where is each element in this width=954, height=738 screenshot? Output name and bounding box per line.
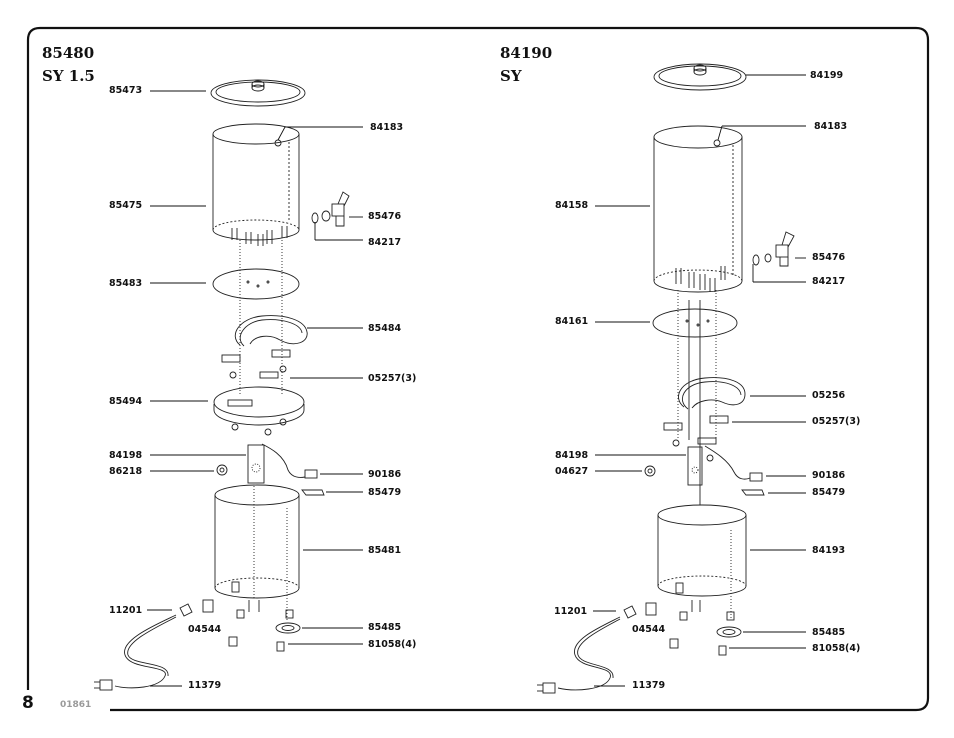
left-label-thermostat: 90186 — [368, 469, 402, 480]
left-label-body: 85475 — [109, 200, 143, 211]
right-label-body: 84158 — [555, 200, 589, 211]
right-label-light: 04627 — [555, 466, 589, 477]
right-model-number: 84190 — [500, 44, 553, 62]
right-label-element: 05256 — [812, 390, 846, 401]
right-label-plate: 84161 — [555, 316, 589, 327]
right-label-switch: 04544 — [632, 624, 666, 635]
right-label-gasket: 84217 — [812, 276, 846, 287]
left-baseplate-drawing — [213, 386, 305, 436]
right-model-subtitle: SY — [500, 67, 522, 85]
left-plate-drawing — [212, 240, 300, 395]
right-plate-drawing — [652, 290, 738, 505]
page-border — [26, 26, 930, 712]
left-label-faucet: 85476 — [368, 211, 402, 222]
left-label-lid: 85473 — [109, 85, 143, 96]
left-label-knob: 84183 — [370, 122, 404, 133]
left-label-gasket: 84217 — [368, 237, 402, 248]
right-label-knob: 84183 — [814, 121, 848, 132]
right-label-cord: 11379 — [632, 680, 666, 691]
right-bracket-drawing — [644, 445, 765, 496]
left-model-subtitle: SY 1.5 — [42, 67, 95, 85]
right-label-bracket: 84198 — [555, 450, 589, 461]
left-body-drawing — [212, 123, 300, 246]
right-label-shell: 84193 — [812, 545, 846, 556]
right-leader-lines — [593, 74, 806, 687]
left-label-switch: 04544 — [188, 624, 222, 635]
left-label-terminal: 85479 — [368, 487, 402, 498]
left-shell-drawing — [214, 484, 300, 620]
right-label-feet: 81058(4) — [812, 643, 861, 654]
right-label-grommet: 85485 — [812, 627, 846, 638]
right-assembly — [537, 63, 795, 694]
left-model-number: 85480 — [42, 44, 95, 62]
left-lid-drawing — [210, 79, 306, 107]
left-label-plate: 85483 — [109, 278, 143, 289]
left-bottom-hardware-drawing — [179, 599, 301, 652]
left-label-bracket: 84198 — [109, 450, 143, 461]
left-label-element: 85484 — [368, 323, 402, 334]
right-label-faucet: 85476 — [812, 252, 846, 263]
left-label-bushing: 11201 — [109, 605, 143, 616]
right-bottom-hardware-drawing — [623, 600, 742, 656]
left-label-light: 86218 — [109, 466, 143, 477]
left-label-grommet: 85485 — [368, 622, 402, 633]
left-label-cord: 11379 — [188, 680, 222, 691]
page-number: 8 — [22, 693, 34, 713]
right-label-terminal: 85479 — [812, 487, 846, 498]
right-shell-drawing — [657, 504, 747, 620]
left-element-drawing — [221, 315, 308, 379]
right-label-lid: 84199 — [810, 70, 844, 81]
left-bracket-drawing — [216, 443, 325, 496]
left-assembly — [94, 79, 350, 691]
left-label-feet: 81058(4) — [368, 639, 417, 650]
right-body-drawing — [653, 125, 743, 293]
left-cord-drawing — [94, 614, 177, 691]
right-label-bushing: 11201 — [554, 606, 588, 617]
right-faucet-drawing — [752, 231, 795, 267]
document-code: 01861 — [60, 700, 92, 710]
right-label-thermostat: 90186 — [812, 470, 846, 481]
left-faucet-drawing — [311, 191, 350, 227]
right-label-clips: 05257(3) — [812, 416, 861, 427]
right-cord-drawing — [537, 616, 621, 694]
right-element-drawing — [663, 377, 746, 462]
left-label-base-plate: 85494 — [109, 396, 143, 407]
left-label-clips: 05257(3) — [368, 373, 417, 384]
right-lid-drawing — [653, 63, 747, 91]
left-label-shell: 85481 — [368, 545, 402, 556]
left-leader-lines — [147, 90, 363, 687]
